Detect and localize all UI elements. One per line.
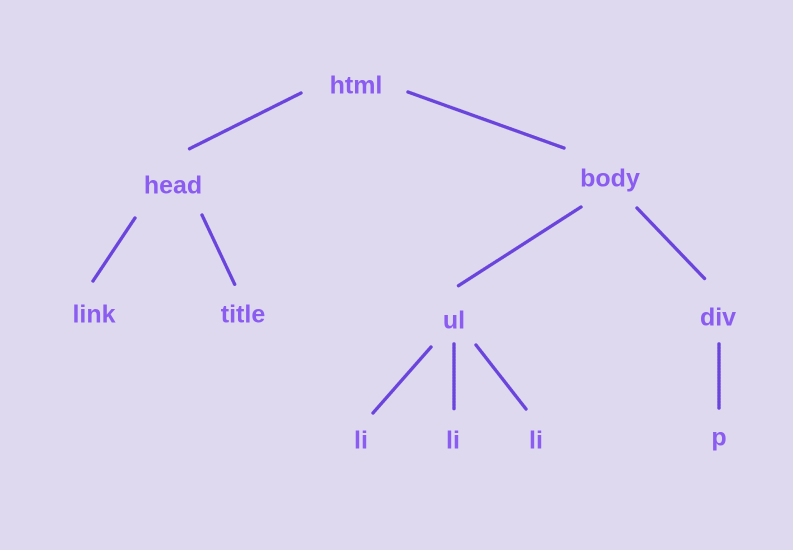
edge-html-head xyxy=(187,91,303,151)
node-link: link xyxy=(72,300,116,329)
node-html: html xyxy=(329,71,383,100)
edge-ul-li-1 xyxy=(371,345,433,415)
node-title: title xyxy=(220,300,266,329)
node-ul: ul xyxy=(442,306,466,335)
edge-body-ul xyxy=(456,205,583,288)
edge-body-div xyxy=(635,206,707,281)
node-li-2: li xyxy=(446,426,460,455)
node-div: div xyxy=(699,303,737,332)
edge-html-body xyxy=(406,90,566,150)
node-li-1: li xyxy=(354,426,368,455)
node-head: head xyxy=(143,171,203,200)
node-body: body xyxy=(580,164,640,193)
edge-ul-li-3 xyxy=(474,343,528,411)
edge-head-link xyxy=(91,216,137,283)
node-p: p xyxy=(711,423,727,452)
edge-head-title xyxy=(200,213,237,287)
node-li-3: li xyxy=(529,426,543,455)
